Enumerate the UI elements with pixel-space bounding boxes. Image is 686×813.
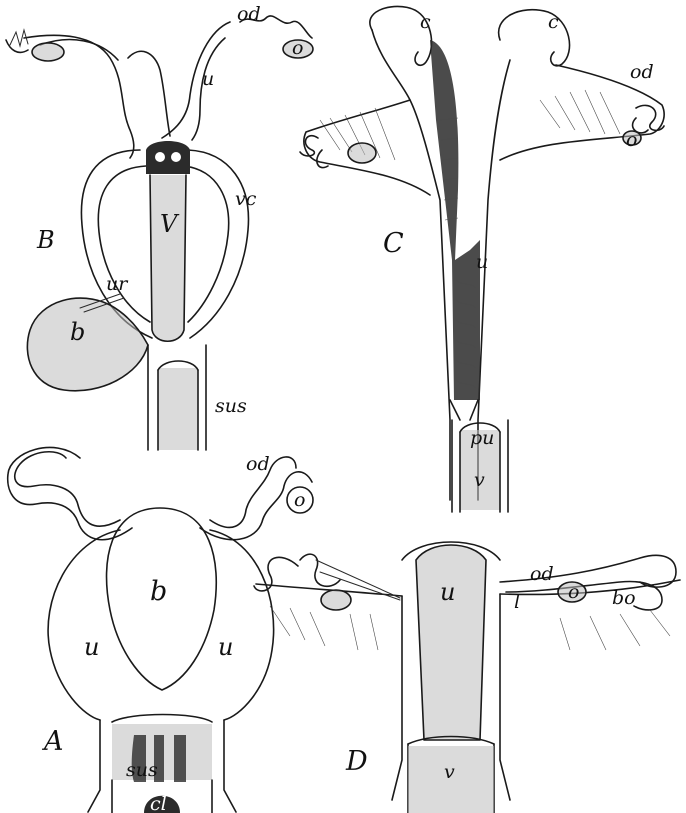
figure-c-letter: C — [383, 228, 404, 259]
label-a-cl: cl — [150, 793, 167, 813]
label-a-u-right: u — [218, 633, 233, 661]
label-d-o: o — [568, 581, 579, 603]
label-b-sus: sus — [215, 395, 247, 417]
label-b-o: o — [292, 37, 303, 59]
figure-a-letter: A — [41, 726, 64, 757]
label-d-od: od — [530, 563, 554, 585]
label-b-u: u — [202, 68, 214, 90]
label-b-ur: ur — [106, 273, 129, 295]
label-c-pu: pu — [470, 427, 494, 449]
label-a-u-left: u — [84, 633, 99, 661]
label-a-od: od — [246, 453, 270, 475]
label-c-o: o — [626, 129, 637, 151]
label-b-vc: vc — [235, 188, 257, 210]
figure-b-letter: B — [36, 226, 55, 254]
figure-a: A od o b u u sus cl — [8, 447, 313, 813]
label-c-c-right: c — [548, 11, 559, 33]
figure-d: D od bo o u l v — [254, 542, 680, 813]
figure-d-letter: D — [345, 746, 368, 777]
label-d-u: u — [440, 578, 455, 606]
label-c-v: v — [474, 469, 485, 491]
label-a-b: b — [150, 576, 167, 607]
label-b-b: b — [70, 318, 85, 346]
label-b-v: V — [160, 210, 180, 238]
label-b-od: od — [237, 3, 261, 25]
figure-c: C c c od o u pu v — [300, 6, 664, 512]
figure-b: B od o u vc V ur b sus — [6, 3, 313, 450]
label-d-l: l — [514, 591, 520, 613]
label-c-u: u — [476, 251, 488, 273]
label-c-od: od — [630, 61, 654, 83]
label-d-v: v — [444, 761, 455, 783]
label-d-bo: bo — [612, 587, 636, 609]
label-c-c-left: c — [420, 11, 431, 33]
label-a-o: o — [294, 489, 305, 511]
label-a-sus: sus — [126, 759, 158, 781]
